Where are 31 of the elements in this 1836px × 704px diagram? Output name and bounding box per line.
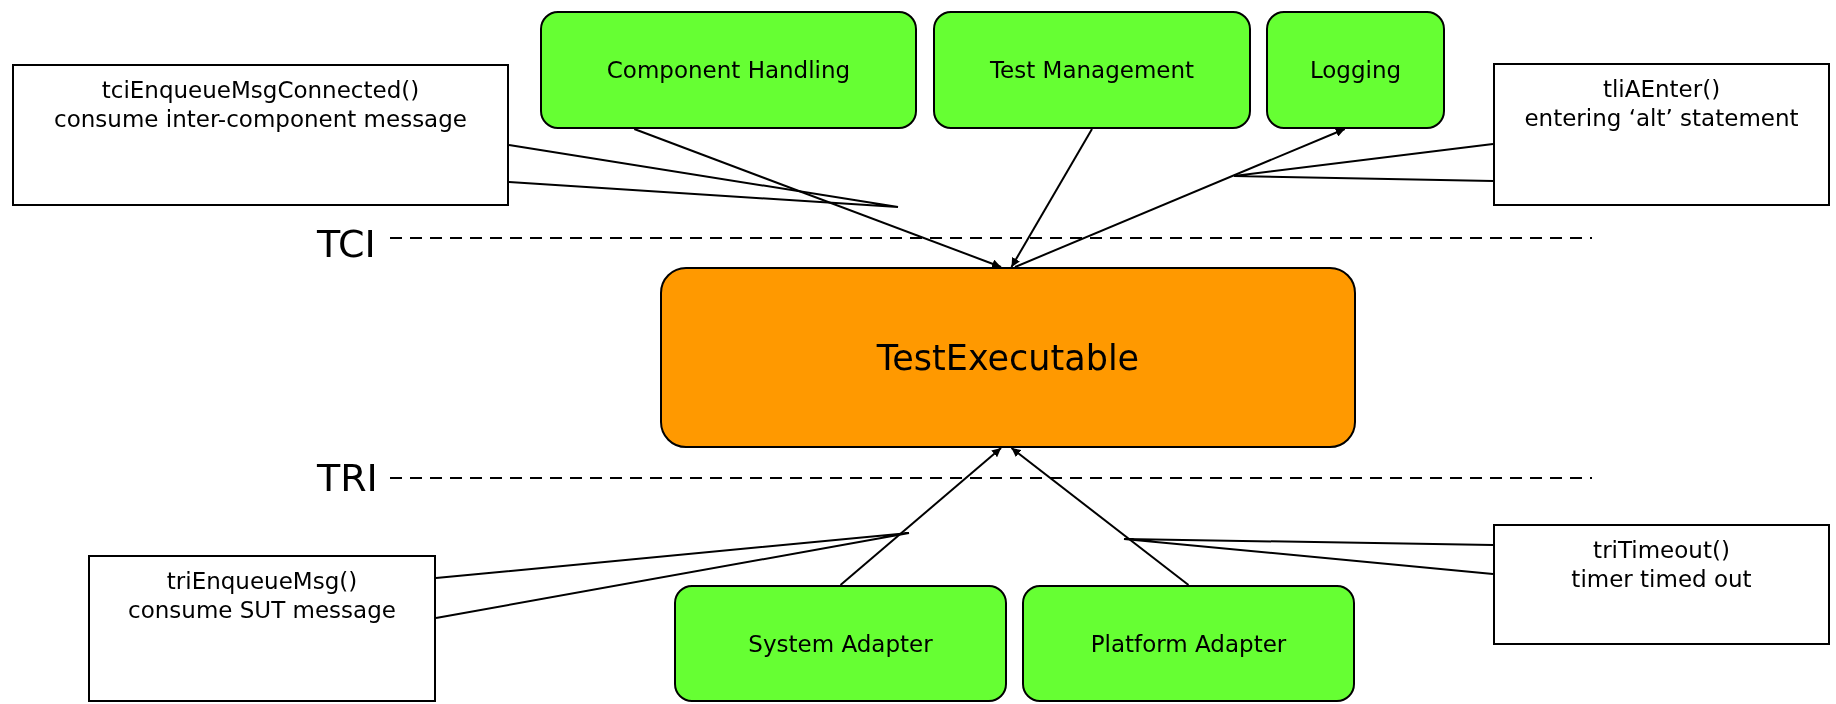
description-text: timer timed out (1571, 564, 1752, 594)
node-label: Component Handling (606, 57, 851, 83)
description-text: entering ‘alt’ statement (1524, 103, 1799, 133)
arrow (1010, 128, 1093, 268)
interface-label: TCI (317, 225, 376, 263)
node-label: Logging (1309, 57, 1402, 83)
description-text: consume inter-component message (54, 104, 467, 134)
function-name: triEnqueueMsg() (166, 567, 358, 596)
node-label: Platform Adapter (1090, 630, 1287, 657)
node-label: TestExecutable (876, 337, 1140, 378)
callout-box (88, 555, 436, 702)
description-text: consume SUT message (128, 595, 396, 625)
component-box (540, 11, 917, 129)
node-label: System Adapter (748, 630, 933, 657)
function-name: tliAEnter() (1602, 75, 1721, 104)
function-name: triTimeout() (1593, 536, 1730, 565)
node-label: Test Management (989, 57, 1195, 83)
arrow (1013, 128, 1346, 268)
callout-box (1493, 524, 1830, 645)
function-name: tciEnqueueMsgConnected() (101, 76, 420, 105)
component-box (1022, 585, 1355, 702)
component-box (1266, 11, 1445, 129)
component-box (933, 11, 1251, 129)
component-box (674, 585, 1007, 702)
callout-box (1493, 63, 1830, 206)
executable-box (660, 267, 1356, 448)
arrow (633, 128, 1003, 269)
callout-box (12, 64, 509, 206)
arrow (839, 447, 1003, 586)
arrow (1010, 447, 1190, 586)
interface-label: TRI (317, 459, 378, 497)
